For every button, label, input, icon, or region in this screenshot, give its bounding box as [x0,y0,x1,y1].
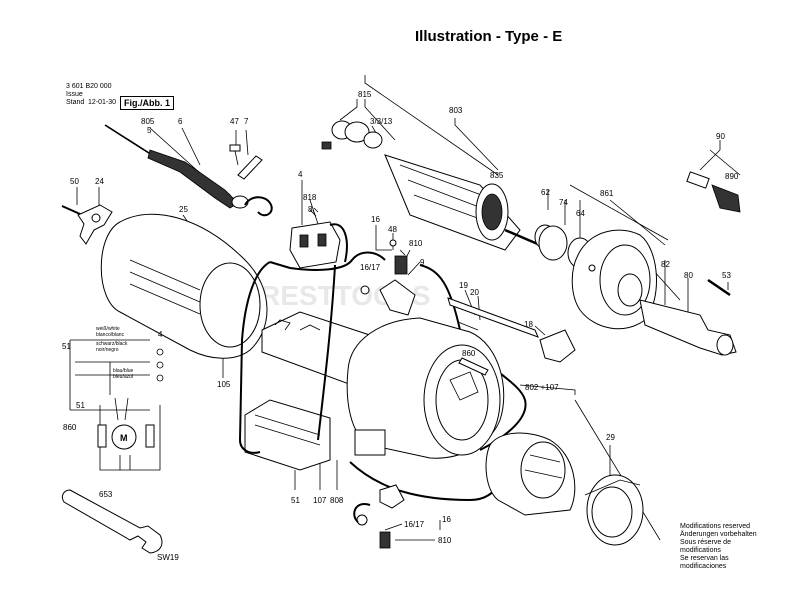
cable-clamp [229,144,263,180]
callout: 9 [420,258,425,267]
callout: 835 [490,171,504,180]
callout: 890 [725,172,739,181]
callout: 810 [409,239,423,248]
leader-lines [76,75,741,541]
wire-label: blau/blue [113,368,134,374]
switch-assembly [289,207,341,269]
callout: 860 [462,349,476,358]
callout: 62 [541,188,550,197]
figure-label: Fig./Abb. 1 [120,96,174,110]
cable-guide [458,357,489,376]
modification-notes: Modifications reserved Änderungen vorbeh… [680,523,757,571]
callout: 861 [600,189,614,198]
callout: 16/17 [404,520,425,529]
stand-label: Stand [66,99,85,106]
callout: 18 [524,320,533,329]
page-title: Illustration - Type - E [415,28,563,45]
callout: 16 [371,215,380,224]
wiring-schematic [69,339,164,471]
callout: SW19 [157,553,179,562]
cable-wire [244,196,273,217]
callout: 20 [470,288,479,297]
note-line: modifications [680,547,721,554]
callout: 808 [330,496,344,505]
callout: 7 [244,117,249,126]
callout: 4 [158,330,163,339]
callout: 802 +107 [525,383,559,392]
callout: 53 [722,271,731,280]
callout: 6 [178,117,183,126]
lower-brush-holder [353,484,405,549]
note-line: Sous réserve de [680,539,731,546]
note-line: modificaciones [680,563,727,570]
callout: 47 [230,117,239,126]
callout: 3/3/13 [370,117,393,126]
callout: 82 [661,260,670,269]
callout-labels: 815 803 805 5 6 47 7 3/3/13 90 890 835 5… [62,90,739,562]
callout: 51 [291,496,300,505]
callout: 803 [449,106,463,115]
callout: 29 [606,433,615,442]
callout: 810 [438,536,452,545]
callout: 64 [576,209,585,218]
callout: 74 [559,198,568,207]
wire-label: blanco/blanc [96,332,125,338]
callout: 48 [388,225,397,234]
end-cap [584,474,644,546]
air-guide [447,297,539,338]
callout: 51 [62,342,71,351]
rear-bearing [321,120,383,150]
motor-housing [346,317,505,459]
issue-date: 12-01-30 [88,99,117,106]
power-cable [104,124,249,209]
wire-label: bleu/azul [113,374,133,380]
callout: 8 [308,205,313,214]
housing-shell-lower [244,399,331,471]
callout: 805 [141,117,155,126]
field-stator [485,432,576,516]
spanner-wrench [61,489,163,554]
callout: 51 [76,401,85,410]
callout: 80 [684,271,693,280]
bearing-flange [571,229,657,330]
flange-screw [707,278,731,297]
callout: 19 [459,281,468,290]
collet [686,171,741,213]
callout: 4 [298,170,303,179]
callout: 16/17 [360,263,381,272]
wire-label: noir/negro [96,347,119,353]
svg-text:M: M [120,433,128,443]
suspension-bracket [61,204,113,245]
spindle [639,299,737,356]
callout: 16 [442,515,451,524]
note-line: Modifications reserved [680,523,751,530]
callout: 818 [303,193,317,202]
callout: 107 [313,496,327,505]
armature [384,154,541,251]
issue-label: Issue [66,91,83,98]
note-line: Änderungen vorbehalten [680,531,757,538]
callout: 815 [358,90,372,99]
brush-holder [360,239,416,316]
callout: 5 [147,126,152,135]
callout: 90 [716,132,725,141]
drawing-header: 3 601 B20 000 Issue Stand [66,83,112,107]
callout: 860 [63,423,77,432]
callout: 653 [99,490,113,499]
callout: 25 [179,205,188,214]
name-plate [539,329,576,363]
note-line: Se reservan las [680,555,729,562]
wire-label: weiß/white [96,326,120,332]
wire-label: schwarz/black [96,341,128,347]
part-number: 3 601 B20 000 [66,83,112,90]
callout: 50 [70,177,79,186]
housing-cover [100,213,268,359]
callout: 24 [95,177,104,186]
callout: 105 [217,380,231,389]
